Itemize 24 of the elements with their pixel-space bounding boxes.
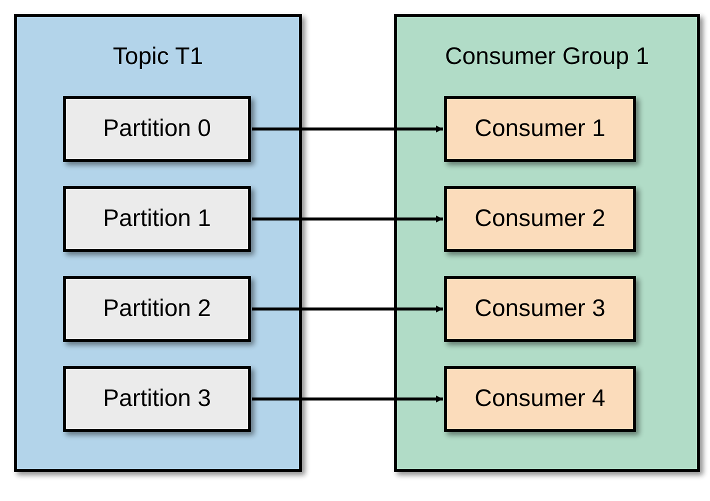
- process-box: [444, 366, 636, 432]
- box-label: Consumer 4: [474, 384, 606, 414]
- box-label: Partition 0: [102, 114, 212, 144]
- process-box: [63, 186, 251, 252]
- process-box: [444, 186, 636, 252]
- box-label: Consumer 3: [474, 294, 606, 324]
- box-label: Partition 1: [102, 204, 212, 234]
- process-box: [63, 276, 251, 342]
- process-box: [444, 276, 636, 342]
- arrow: [252, 306, 443, 312]
- process-box: [63, 366, 251, 432]
- group-title: Topic T1: [112, 42, 204, 72]
- process-box: [444, 96, 636, 162]
- process-box: [63, 96, 251, 162]
- group-panel: [14, 14, 302, 472]
- box-label: Partition 2: [102, 294, 212, 324]
- box-label: Partition 3: [102, 384, 212, 414]
- group-title: Consumer Group 1: [444, 42, 650, 72]
- box-label: Consumer 1: [474, 114, 606, 144]
- arrow: [252, 126, 443, 132]
- group-panel: [394, 14, 700, 472]
- box-label: Consumer 2: [474, 204, 606, 234]
- arrow: [252, 216, 443, 222]
- arrow: [252, 396, 443, 402]
